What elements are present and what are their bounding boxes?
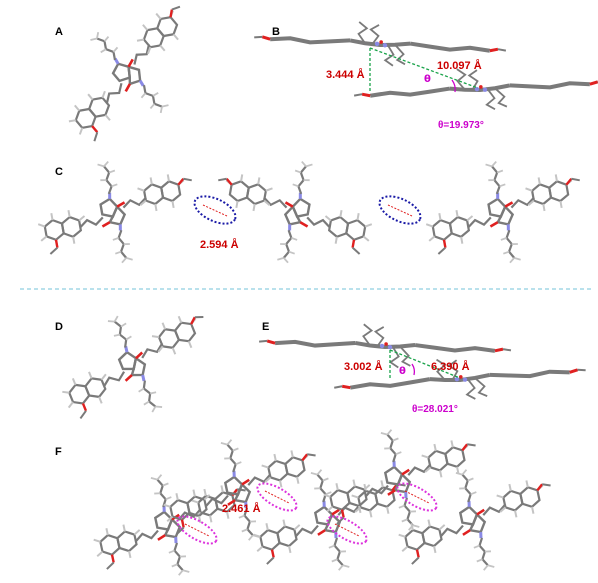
angle-arc-b [451,79,456,93]
hbond-distance-c: 2.594 Å [200,238,239,251]
stacked-molecule-top-e [258,321,511,372]
stacking-distance-e: 3.002 Å [344,360,383,373]
panel-label-b: B [272,26,280,38]
theta-symbol-e: θ [399,366,406,377]
centroid-distance-b: 10.097 Å [437,59,482,72]
molecule-structure-a [37,0,224,162]
hbond-ellipse-f-2 [176,515,218,545]
panel-label-e: E [262,321,269,333]
hbond-ellipse-f-4 [396,482,438,512]
hbond-ellipse-c-2 [378,195,422,225]
hbond-distance-f: 2.461 Å [222,502,261,515]
angle-arc-e [411,363,416,376]
angle-value-e: θ=28.021° [412,404,458,415]
panel-d: D [44,286,229,440]
panel-label-a: A [55,26,63,38]
panel-a: A [37,0,224,162]
hbond-line-c-1 [202,204,228,217]
molecule-structure-d [44,286,229,440]
hbond-line-f-2 [184,523,210,537]
hbond-line-f-1 [264,490,290,504]
hbond-ellipse-c-1 [193,195,237,225]
stacking-distance-b: 3.444 Å [326,68,365,81]
panel-c: C 2.594 Å [30,148,592,276]
theta-symbol-b: θ [424,74,431,85]
hbond-ellipse-f-1 [256,482,298,512]
molecule-f-5 [388,453,565,583]
panel-e: E 3.002 Å 6.390 Å θ θ=28.021° [258,321,590,415]
molecule-c-2 [206,148,380,276]
angle-value-b: θ=19.973° [438,120,484,131]
panel-label-c: C [55,166,63,178]
centroid-distance-line-e [389,349,461,379]
centroid-distance-e: 6.390 Å [431,360,470,373]
stacked-molecule-bottom-e [330,347,590,411]
panel-label-f: F [55,446,62,458]
centroid-distance-line-b [369,47,479,89]
panel-label-d: D [55,321,63,333]
hbond-line-c-2 [387,204,413,217]
hbond-ellipse-f-3 [326,515,368,545]
panel-b: B 3.444 Å 10.097 Å θ θ=19.973° [253,16,598,131]
panel-f: F 2.461 Å [55,413,565,583]
molecule-c-3 [418,148,592,276]
hbond-line-f-4 [404,490,430,504]
hbond-line-f-3 [334,523,360,537]
